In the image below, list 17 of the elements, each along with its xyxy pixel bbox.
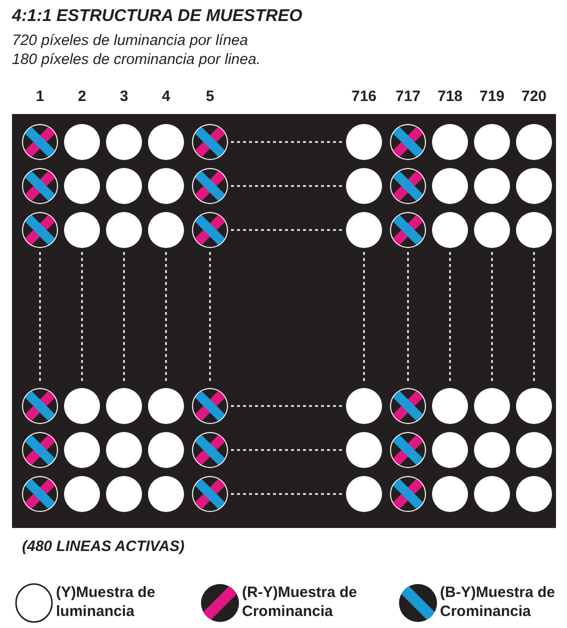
- column-number: 717: [394, 88, 422, 105]
- column-number: 4: [160, 88, 172, 105]
- column-number: 720: [520, 88, 548, 105]
- legend-text: (B-Y)Muestra de Crominancia: [440, 583, 556, 621]
- column-number: 3: [118, 88, 130, 105]
- column-number: 719: [478, 88, 506, 105]
- subtitle-text: 720 píxeles de luminancia por línea: [12, 32, 248, 49]
- column-number: 718: [436, 88, 464, 105]
- column-number: 716: [350, 88, 378, 105]
- legend-text: (R-Y)Muestra de Crominancia: [242, 583, 358, 621]
- column-number: 1: [34, 88, 46, 105]
- column-number: 5: [204, 88, 216, 105]
- diagram-title: 4:1:1 ESTRUCTURA DE MUESTREO: [12, 6, 302, 26]
- subtitle-text: 180 píxeles de crominancia por linea.: [12, 51, 260, 68]
- note-text: (480 LINEAS ACTIVAS): [22, 538, 185, 555]
- column-number: 2: [76, 88, 88, 105]
- legend-text: (Y)Muestra de luminancia: [56, 583, 156, 621]
